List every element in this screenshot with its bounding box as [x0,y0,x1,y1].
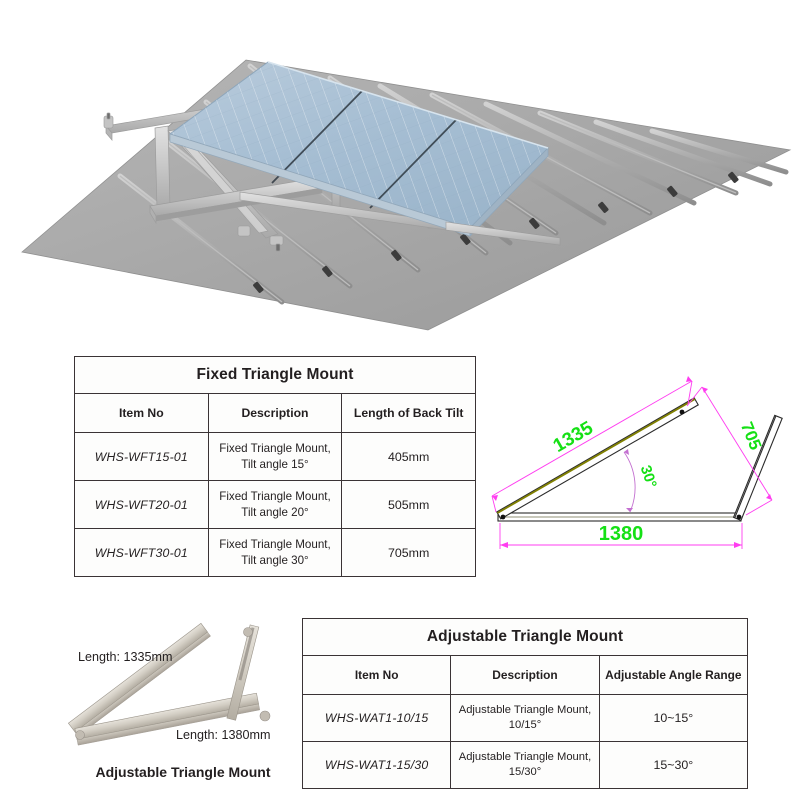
table-row: WHS-WFT15-01 Fixed Triangle Mount, Tilt … [74,432,476,481]
cell-angle-range: 10~15° [598,694,749,742]
adjustable-table-title: Adjustable Triangle Mount [302,618,748,656]
cell-back-tilt-length: 405mm [341,432,476,481]
fixed-triangle-mount-table: Fixed Triangle Mount Item No Description… [74,356,476,577]
cell-item-no: WHS-WAT1-10/15 [301,694,452,742]
cell-item-no: WHS-WFT20-01 [74,480,209,529]
table-title-row: Adjustable Triangle Mount [302,618,748,656]
cell-description: Fixed Triangle Mount, Tilt angle 20° [207,480,343,529]
dim-base-text: 1380 [599,523,644,545]
cell-item-no: WHS-WFT30-01 [74,528,209,577]
desc-line-2: 15/30° [508,766,542,778]
table-title-row: Fixed Triangle Mount [74,356,476,394]
adjustable-mount-photo: Length: 1335mm Length: 1380mm [58,588,308,763]
desc-line-2: Tilt angle 30° [241,553,309,567]
cell-angle-range: 15~30° [598,741,749,789]
cell-description: Adjustable Triangle Mount, 15/30° [450,741,600,789]
front-mount-rail [445,221,561,246]
header-item-no: Item No [74,393,209,433]
header-description: Description [450,655,600,695]
render-svg [21,59,792,331]
desc-line-1: Fixed Triangle Mount, [219,442,331,456]
photo-svg [67,622,271,746]
photo-length-label-bottom: Length: 1380mm [176,728,271,742]
table-row: WHS-WAT1-10/15 Adjustable Triangle Mount… [301,694,749,742]
header-description: Description [207,393,343,433]
dim-angle-text: 30° [637,463,660,490]
photo-length-label-top: Length: 1335mm [78,650,173,664]
cell-back-tilt-length: 505mm [341,480,476,529]
desc-line-2: Tilt angle 15° [241,457,309,471]
dim-back-tilt-text: 705 [737,419,765,452]
table-header-row: Item No Description Adjustable Angle Ran… [301,655,749,695]
desc-line-1: Adjustable Triangle Mount, [458,704,592,717]
cad-dimension-drawing: 1335 705 30° 1380 [484,360,784,560]
dim-hypotenuse-text: 1335 [550,417,597,457]
photo-joints [75,627,271,740]
table-row: WHS-WFT30-01 Fixed Triangle Mount, Tilt … [74,528,476,577]
desc-line-1: Adjustable Triangle Mount, [458,751,592,764]
table-row: WHS-WAT1-15/30 Adjustable Triangle Mount… [301,741,749,789]
header-length-of-back-tilt: Length of Back Tilt [341,393,476,433]
cell-description: Fixed Triangle Mount, Tilt angle 30° [207,528,343,577]
cell-description: Adjustable Triangle Mount, 10/15° [450,694,600,742]
photo-caption: Adjustable Triangle Mount [95,764,271,780]
table-row: WHS-WFT20-01 Fixed Triangle Mount, Tilt … [74,480,476,529]
cell-item-no: WHS-WFT15-01 [74,432,209,481]
cad-triangle-members [496,397,783,522]
desc-line-1: Fixed Triangle Mount, [219,490,331,504]
cell-item-no: WHS-WAT1-15/30 [301,741,452,789]
adjustable-triangle-mount-table: Adjustable Triangle Mount Item No Descri… [301,618,749,789]
cad-svg: 1335 705 30° 1380 [491,376,783,549]
fixed-table-title: Fixed Triangle Mount [74,356,476,394]
desc-line-2: 10/15° [508,719,542,731]
header-item-no: Item No [301,655,452,695]
desc-line-1: Fixed Triangle Mount, [219,538,331,552]
header-adjustable-angle-range: Adjustable Angle Range [598,655,749,695]
cad-dimension-lines [491,376,773,549]
photo-adjustable-strut [226,624,260,721]
module-seams [271,90,457,209]
roof-clamps [253,171,739,293]
product-render-image [0,0,800,345]
cell-description: Fixed Triangle Mount, Tilt angle 15° [207,432,343,481]
desc-line-2: Tilt angle 20° [241,505,309,519]
table-header-row: Item No Description Length of Back Tilt [74,393,476,433]
cell-back-tilt-length: 705mm [341,528,476,577]
